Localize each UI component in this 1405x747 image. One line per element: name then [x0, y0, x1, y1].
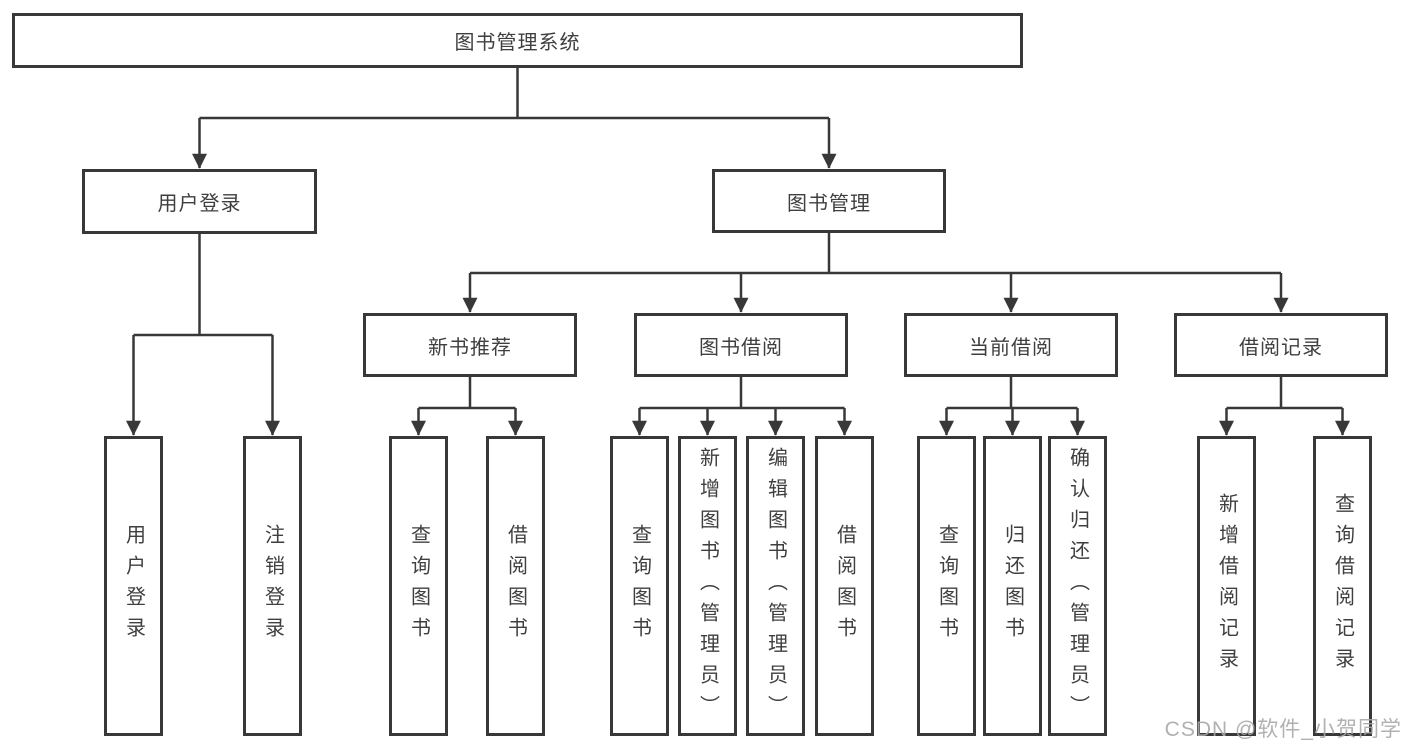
leaf-borrow-books: 借阅图书	[815, 436, 874, 736]
leaf-logout: 注销登录	[243, 436, 302, 736]
leaf-query-books-recommend-label: 查询图书	[407, 524, 430, 648]
leaf-edit-books-admin: 编辑图书（管理员）	[746, 436, 805, 736]
leaf-borrow-books-label: 借阅图书	[833, 524, 856, 648]
node-new-book-recommendation: 新书推荐	[363, 313, 577, 377]
leaf-query-borrow-record-label: 查询借阅记录	[1331, 493, 1354, 679]
leaf-query-books-recommend: 查询图书	[389, 436, 448, 736]
leaf-return-books-label: 归还图书	[1001, 524, 1024, 648]
leaf-borrow-books-recommend-label: 借阅图书	[504, 524, 527, 648]
leaf-query-books-current: 查询图书	[917, 436, 976, 736]
leaf-query-borrow-record: 查询借阅记录	[1313, 436, 1372, 736]
leaf-confirm-return-admin: 确认归还（管理员）	[1048, 436, 1107, 736]
connector-rails	[133, 68, 1343, 410]
csdn-watermark: CSDN @软件_小贺同学	[1164, 718, 1402, 741]
leaf-logout-label: 注销登录	[261, 524, 284, 648]
leaf-query-books-borrow-label: 查询图书	[628, 524, 651, 648]
leaf-user-login: 用户登录	[104, 436, 163, 736]
leaf-add-borrow-record: 新增借阅记录	[1197, 436, 1256, 736]
leaf-edit-books-admin-label: 编辑图书（管理员）	[764, 446, 787, 726]
leaf-query-books-borrow: 查询图书	[610, 436, 669, 736]
node-current-borrowing: 当前借阅	[904, 313, 1118, 377]
leaf-add-books-admin-label: 新增图书（管理员）	[696, 446, 719, 726]
leaf-borrow-books-recommend: 借阅图书	[486, 436, 545, 736]
leaf-add-borrow-record-label: 新增借阅记录	[1215, 493, 1238, 679]
leaf-user-login-label: 用户登录	[122, 524, 145, 648]
leaf-return-books: 归还图书	[983, 436, 1042, 736]
node-book-borrowing: 图书借阅	[634, 313, 848, 377]
node-user-login: 用户登录	[82, 169, 317, 234]
node-book-management: 图书管理	[712, 169, 946, 233]
leaf-confirm-return-admin-label: 确认归还（管理员）	[1066, 446, 1089, 726]
leaf-add-books-admin: 新增图书（管理员）	[678, 436, 737, 736]
leaf-query-books-current-label: 查询图书	[935, 524, 958, 648]
node-borrowing-records: 借阅记录	[1174, 313, 1388, 377]
node-library-management-system: 图书管理系统	[12, 13, 1023, 68]
